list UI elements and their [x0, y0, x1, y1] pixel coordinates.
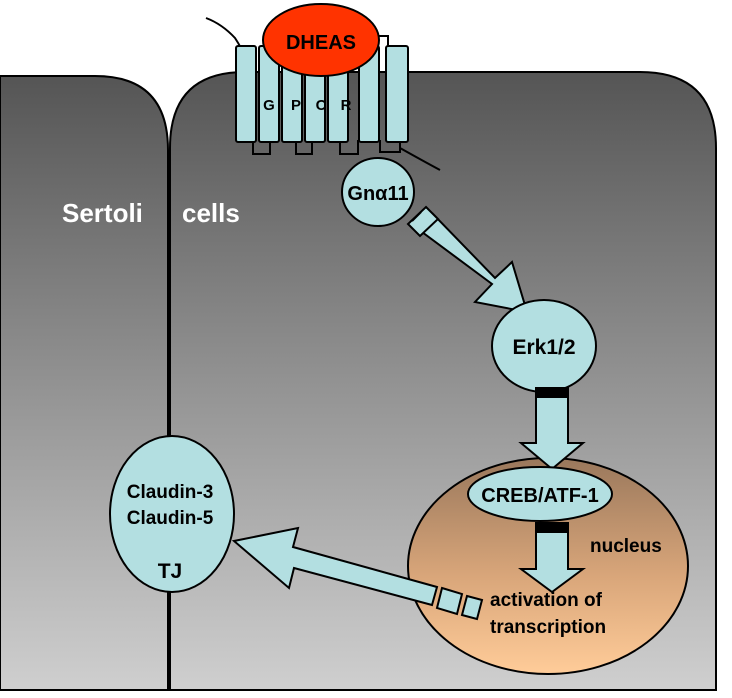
gpcr-helix	[385, 45, 409, 143]
gpcr-helix	[235, 45, 257, 143]
creb-atf1-label: CREB/ATF-1	[481, 485, 598, 507]
claudin3-label: Claudin-3	[127, 482, 214, 503]
gpcr-letter-g: G	[263, 97, 275, 114]
tight-junction-node	[109, 435, 235, 593]
creb-atf1-node	[467, 466, 613, 522]
arrow-gna11-to-erk	[406, 205, 529, 314]
gpcr-letter-c: C	[316, 97, 327, 114]
dheas-label: DHEAS	[286, 32, 356, 54]
cells-label: cells	[182, 198, 240, 228]
erk-label: Erk1/2	[512, 336, 575, 359]
arrow-creb-to-activation	[517, 522, 587, 594]
gpcr-letter-r: R	[341, 97, 352, 114]
left-sertoli-cell	[0, 75, 169, 691]
activation-line2: transcription	[490, 617, 606, 638]
arrow-transcription-to-tj	[231, 526, 484, 621]
nucleus-label: nucleus	[590, 536, 662, 557]
claudin5-label: Claudin-5	[127, 508, 214, 529]
dheas-ligand	[262, 3, 380, 77]
activation-line1: activation of	[490, 590, 603, 611]
gna11-label: Gnα11	[347, 183, 408, 205]
sertoli-label: Sertoli	[62, 198, 143, 228]
gna11-node	[341, 157, 415, 227]
gpcr-letter-p: P	[291, 97, 301, 114]
tj-label: TJ	[158, 560, 183, 583]
arrow-erk-to-creb	[518, 387, 586, 471]
